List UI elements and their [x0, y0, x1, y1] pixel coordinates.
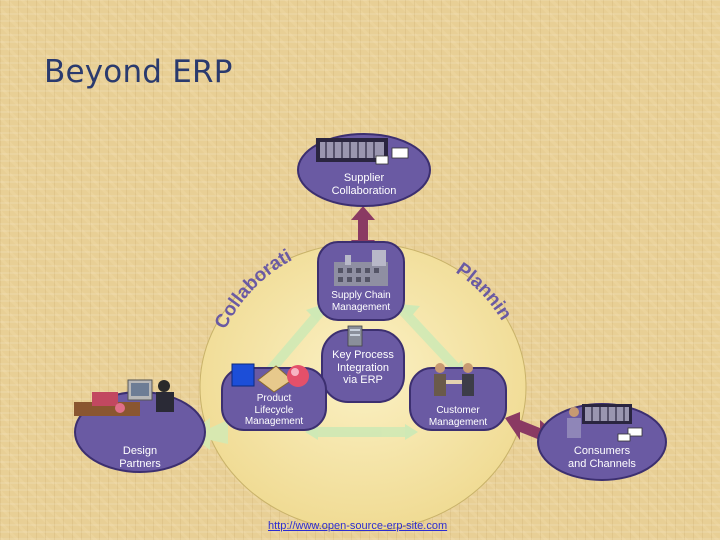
product-lifecycle-label-line2: Lifecycle	[254, 404, 294, 416]
supply-chain-label-line1: Supply Chain	[331, 290, 391, 301]
consumers-label: Consumers and Channels	[552, 445, 652, 470]
design-partners-label-line2: Partners	[119, 457, 161, 470]
footer-link[interactable]: http://www.open-source-erp-site.com	[268, 520, 448, 532]
consumers-label-line1: Consumers	[573, 445, 631, 457]
server-icon	[347, 325, 363, 347]
supplier-label: Supplier Collaboration	[314, 172, 414, 197]
supplier-label-line1: Supplier	[343, 172, 385, 184]
supply-chain-label-line2: Management	[331, 301, 391, 313]
center-node[interactable]	[321, 329, 405, 403]
handshake-icon	[434, 363, 474, 396]
office-worker-icon	[74, 379, 174, 416]
supplier-label-line2: Collaboration	[331, 184, 397, 197]
center-label-line2: Integration	[337, 361, 389, 374]
design-partners-label: Design Partners	[102, 445, 178, 470]
product-lifecycle-label-line1: Product	[256, 393, 292, 404]
design-partners-label-line1: Design	[122, 445, 158, 457]
center-label: Key Process Integration via ERP	[320, 349, 406, 387]
customer-label-line1: Customer	[436, 405, 480, 416]
product-shapes-icon	[231, 363, 309, 393]
store-icon	[582, 404, 643, 442]
product-lifecycle-label-line3: Management	[244, 416, 304, 427]
supply-chain-label: Supply Chain Management	[318, 290, 404, 313]
center-label-line3: via ERP	[343, 374, 383, 387]
consumers-label-line2: and Channels	[568, 457, 636, 470]
product-lifecycle-label: Product Lifecycle Management	[226, 393, 322, 428]
arc-collaborative: Collaborative	[0, 0, 295, 332]
customer-label-line2: Management	[428, 416, 488, 428]
slide-title: Beyond ERP	[44, 54, 233, 90]
consumer-person-icon	[567, 407, 581, 438]
left-connector	[188, 418, 228, 450]
factory-icon	[334, 250, 388, 286]
supplier-building-icon	[316, 138, 409, 165]
customer-label: Customer Management	[410, 405, 506, 428]
center-label-line1: Key Process	[332, 349, 394, 361]
